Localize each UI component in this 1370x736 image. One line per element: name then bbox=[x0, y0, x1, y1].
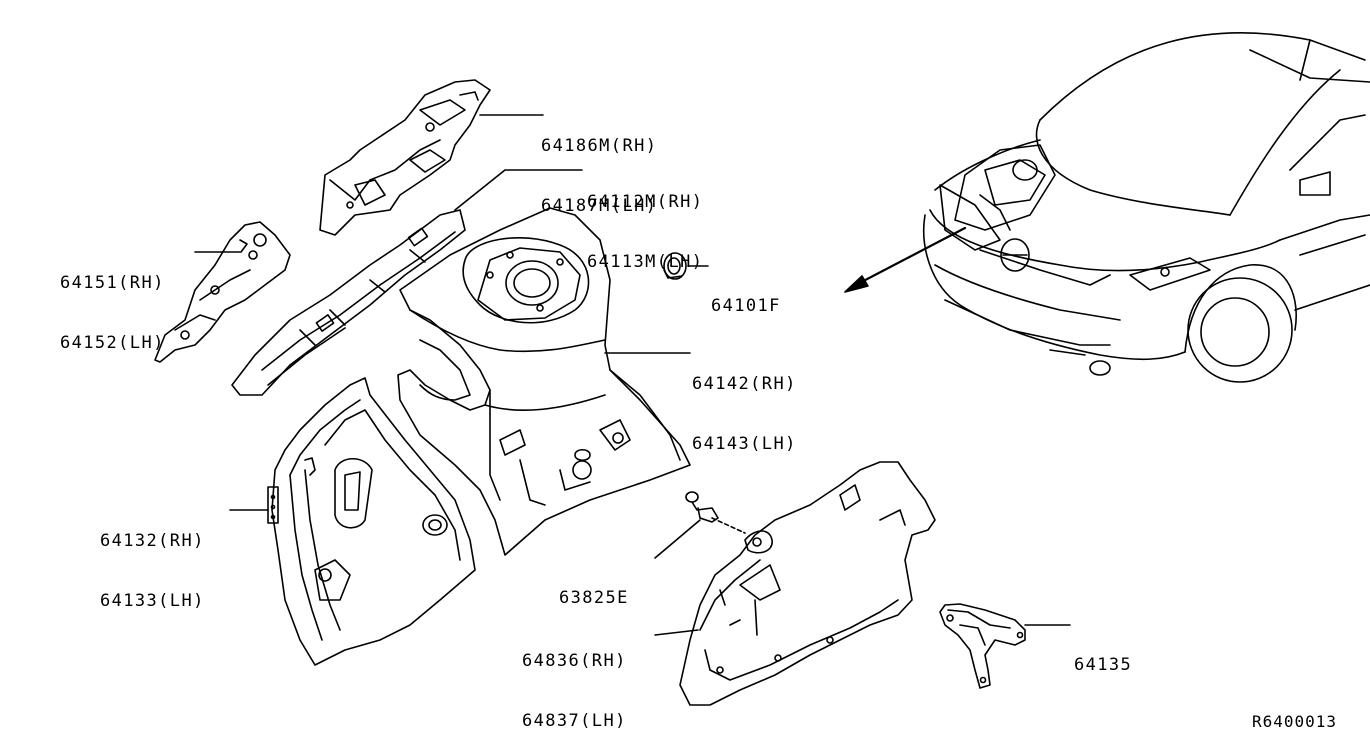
callout-line-lh: 64837(LH) bbox=[522, 711, 627, 731]
callout-63825e: 63825E bbox=[559, 548, 629, 628]
callout-line-lh: 64187M(LH) bbox=[541, 196, 658, 216]
callout-64101f: 64101F bbox=[711, 256, 781, 336]
callout-64135: 64135 bbox=[1074, 615, 1132, 695]
part-64112m-rail bbox=[231, 169, 583, 396]
callout-64186m: 64186M(RH) 64187M(LH) bbox=[541, 96, 657, 236]
part-64132-wheel-housing bbox=[229, 377, 476, 666]
callout-line-lh: 64133(LH) bbox=[100, 591, 205, 611]
part-64101f-grommet bbox=[663, 252, 709, 280]
callout-line-lh: 64113M(LH) bbox=[587, 252, 704, 272]
diagram-reference-code: R6400013 bbox=[1252, 712, 1338, 731]
part-64135-bracket bbox=[939, 603, 1071, 689]
callout-line: 63825E bbox=[559, 588, 629, 608]
callout-line-rh: 64836(RH) bbox=[522, 651, 627, 671]
part-64186m-bracket bbox=[319, 79, 544, 236]
callout-line-rh: 64151(RH) bbox=[60, 273, 165, 293]
callout-64151: 64151(RH) 64152(LH) bbox=[60, 233, 165, 373]
callout-64836: 64836(RH) 64837(LH) bbox=[522, 611, 627, 736]
part-64151-bracket bbox=[154, 221, 291, 363]
callout-line-rh: 64112M(RH) bbox=[587, 192, 704, 212]
callout-line: 64101F bbox=[711, 296, 781, 316]
callout-line-lh: 64143(LH) bbox=[692, 434, 797, 454]
callout-line-lh: 64152(LH) bbox=[60, 333, 165, 353]
part-64836-splash-shield bbox=[654, 461, 936, 706]
callout-64132: 64132(RH) 64133(LH) bbox=[100, 491, 205, 631]
callout-64142: 64142(RH) 64143(LH) bbox=[692, 334, 797, 474]
callout-line: 64135 bbox=[1074, 655, 1133, 675]
callout-line-rh: 64186M(RH) bbox=[541, 136, 658, 156]
callout-line-rh: 64142(RH) bbox=[692, 374, 797, 394]
part-64142-strut-housing bbox=[397, 207, 691, 556]
callout-64112m: 64112M(RH) 64113M(LH) bbox=[587, 152, 703, 292]
vehicle-front-illustration bbox=[844, 32, 1370, 383]
callout-line-rh: 64132(RH) bbox=[100, 531, 205, 551]
part-63825e-bolt bbox=[654, 491, 746, 559]
